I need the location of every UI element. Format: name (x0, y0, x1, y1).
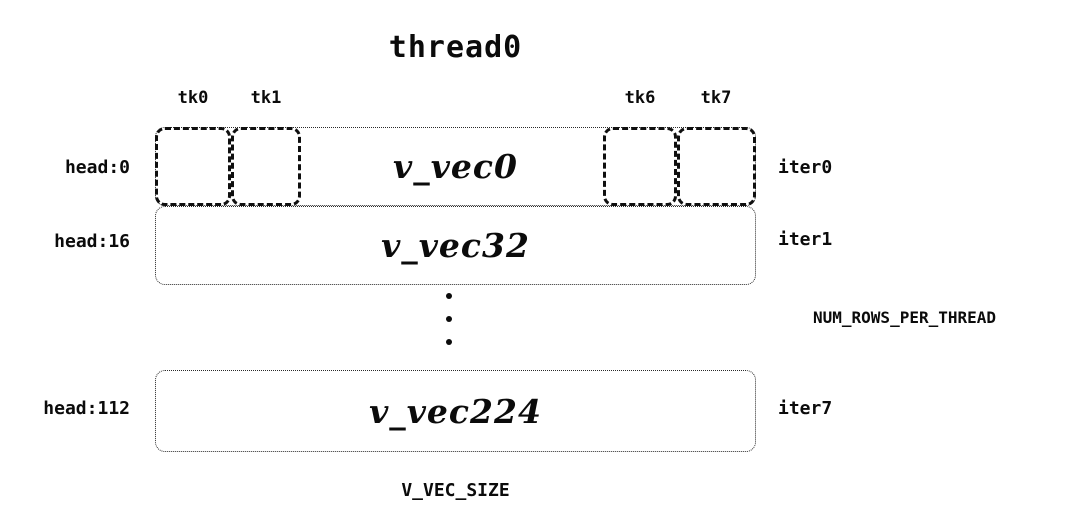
v-vec224-label: v_vec224 (369, 391, 542, 431)
tk6-label: tk6 (624, 88, 656, 108)
v-vec-size-label: V_VEC_SIZE (401, 480, 510, 501)
tk7-cell (677, 127, 756, 206)
tk0-label: tk0 (177, 88, 209, 108)
v-vec32-label: v_vec32 (381, 226, 530, 265)
num-rows-per-thread-label: NUM_ROWS_PER_THREAD (813, 308, 997, 327)
ellipsis-dot (446, 316, 452, 322)
iter0-label: iter0 (778, 157, 833, 178)
tk0-cell (155, 127, 231, 206)
iter1-label: iter1 (778, 229, 833, 250)
diagram-title: thread0 (388, 30, 523, 65)
iter7-label: iter7 (778, 398, 833, 419)
head-label-iter0: head:0 (64, 157, 130, 178)
vertical-ellipsis (446, 293, 452, 345)
ellipsis-dot (446, 293, 452, 299)
tk1-cell (231, 127, 301, 206)
v-vec0-label: v_vec0 (393, 147, 518, 186)
head-label-iter7: head:112 (43, 398, 130, 419)
tk7-label: tk7 (700, 88, 732, 108)
v-vec0-box: v_vec0 (155, 127, 756, 206)
v-vec32-box: v_vec32 (155, 206, 756, 285)
v-vec224-box: v_vec224 (155, 370, 756, 452)
tk6-cell (603, 127, 677, 206)
tk1-label: tk1 (250, 88, 282, 108)
head-label-iter1: head:16 (54, 231, 130, 252)
ellipsis-dot (446, 339, 452, 345)
